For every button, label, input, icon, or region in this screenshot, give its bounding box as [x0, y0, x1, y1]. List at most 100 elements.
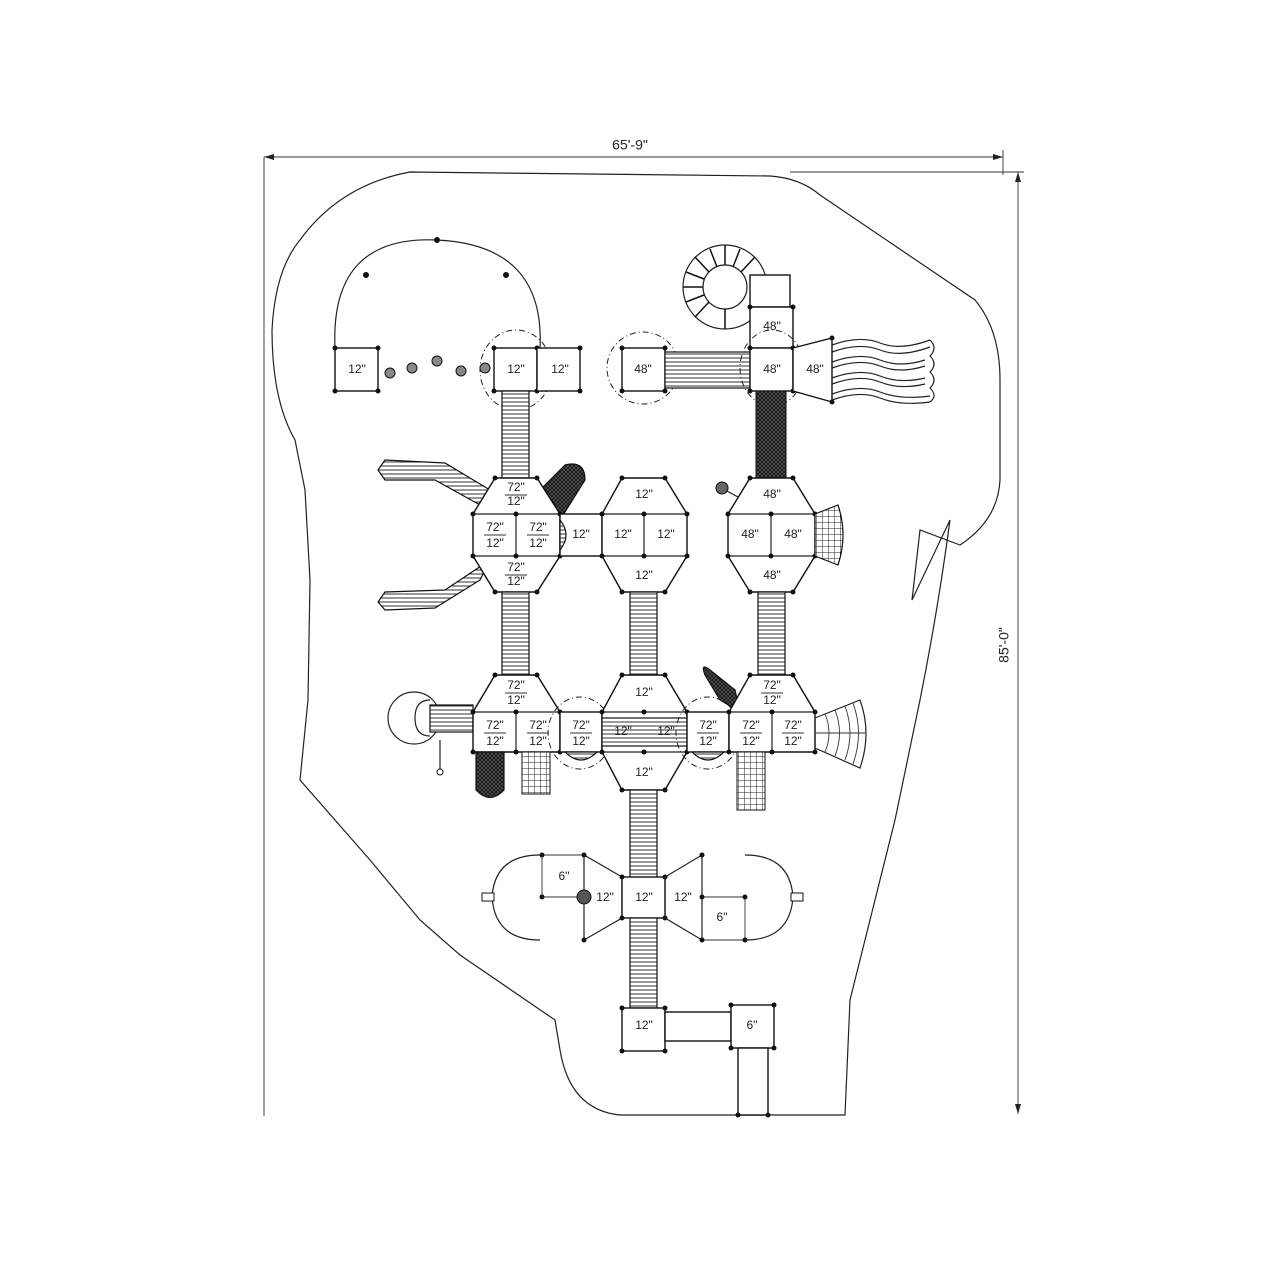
- svg-text:48": 48": [784, 527, 802, 541]
- svg-text:12": 12": [784, 734, 802, 748]
- svg-text:72": 72": [784, 718, 802, 732]
- slide-lower-left: [377, 558, 492, 611]
- bowtie-right: 12" 6": [664, 852, 748, 943]
- fan-climber: [814, 699, 867, 769]
- entry-ramp: [737, 1047, 769, 1116]
- stairs-bowtie-bottom: [629, 917, 658, 1009]
- tube-slide-f: [702, 666, 741, 714]
- stepping-stones: [384, 355, 491, 379]
- deck-top-center: 12": [491, 345, 540, 394]
- height-dimension: 85'-0": [790, 171, 1024, 1114]
- svg-text:72": 72": [507, 560, 525, 574]
- deck-label: 48": [806, 362, 824, 376]
- bottom-bridge: [664, 1011, 732, 1042]
- deck-48-upper: 48": [747, 304, 796, 349]
- svg-text:12": 12": [657, 724, 675, 738]
- panel-arc-right: [744, 854, 804, 941]
- climber-ladder: [755, 390, 787, 480]
- width-dimension: 65'-9": [263, 137, 1004, 1116]
- deck-48-center: 48": [747, 345, 796, 394]
- deck-label: 12": [348, 362, 366, 376]
- link-e-f: 72" 12": [686, 711, 730, 761]
- stairs-a-d: [501, 591, 530, 681]
- deck-label: 48": [634, 362, 652, 376]
- svg-text:12": 12": [635, 487, 653, 501]
- net-climber: [736, 751, 766, 811]
- svg-text:12": 12": [507, 693, 525, 707]
- bridge-a-b: 12": [559, 513, 603, 557]
- steering-wheel: [715, 481, 739, 498]
- svg-text:72": 72": [572, 718, 590, 732]
- tube-slide-down: [475, 751, 505, 799]
- bowtie-center-deck: 12": [619, 874, 668, 921]
- tower-hex-b: 12" 12" 12" 12": [599, 475, 690, 595]
- deck-top-left: 12": [332, 345, 381, 394]
- svg-text:72": 72": [486, 520, 504, 534]
- bridge-top: [664, 351, 751, 389]
- tower-hex-f: 72" 12" 72" 12" 72" 12": [726, 672, 818, 755]
- deck-bottom-6: 6": [728, 1002, 777, 1051]
- svg-text:12": 12": [763, 693, 781, 707]
- svg-text:12": 12": [674, 890, 692, 904]
- svg-text:12": 12": [507, 494, 525, 508]
- deck-label: 48": [763, 362, 781, 376]
- svg-text:72": 72": [507, 480, 525, 494]
- width-label: 65'-9": [612, 137, 648, 153]
- svg-text:48": 48": [763, 568, 781, 582]
- svg-text:72": 72": [507, 678, 525, 692]
- svg-text:12": 12": [635, 765, 653, 779]
- wavy-slides: 48": [792, 335, 935, 405]
- svg-text:12": 12": [635, 1018, 653, 1032]
- stairs-b-e: [629, 591, 658, 681]
- deck-top-right-small: 12": [536, 345, 583, 394]
- svg-text:12": 12": [614, 724, 632, 738]
- svg-text:12": 12": [486, 734, 504, 748]
- svg-text:6": 6": [717, 910, 728, 924]
- svg-text:72": 72": [699, 718, 717, 732]
- arch-climber: [334, 237, 541, 349]
- svg-text:48": 48": [741, 527, 759, 541]
- svg-text:12": 12": [529, 536, 547, 550]
- height-label: 85'-0": [996, 627, 1012, 663]
- svg-text:12": 12": [486, 536, 504, 550]
- deck-48-left: 48": [619, 345, 668, 394]
- svg-text:6": 6": [747, 1018, 758, 1032]
- tower-hex-c: 48" 48" 48" 48": [725, 475, 818, 595]
- svg-text:6": 6": [559, 869, 570, 883]
- deck-bottom-12: 12": [619, 1005, 668, 1054]
- svg-text:12": 12": [572, 527, 590, 541]
- svg-text:12": 12": [529, 734, 547, 748]
- slide-upper-left: [377, 459, 491, 506]
- site-boundary: [271, 171, 1001, 1116]
- svg-text:12": 12": [596, 890, 614, 904]
- svg-text:12": 12": [507, 574, 525, 588]
- svg-text:72": 72": [529, 520, 547, 534]
- stairs-top-left: [501, 390, 530, 480]
- rock-wall: [521, 751, 551, 795]
- deck-label: 12": [507, 362, 525, 376]
- panel-arc-left: [481, 854, 541, 941]
- tower-hex-d: 72" 12" 72" 12" 72" 12": [470, 672, 563, 755]
- deck-label: 12": [551, 362, 569, 376]
- svg-text:12": 12": [635, 568, 653, 582]
- svg-text:12": 12": [635, 685, 653, 699]
- svg-text:72": 72": [529, 718, 547, 732]
- stairs-c-f: [757, 591, 786, 681]
- rock-climber: [814, 504, 844, 566]
- bowtie-left: 6" 12": [539, 852, 623, 943]
- svg-text:12": 12": [635, 890, 653, 904]
- svg-text:72": 72": [486, 718, 504, 732]
- curved-slide-left: [387, 691, 474, 776]
- tower-hex-a: 72" 12" 72" 12" 72" 12" 72" 12": [470, 475, 563, 595]
- stairs-e-bowtie: [629, 789, 658, 879]
- link-d-e: 72" 12": [559, 711, 603, 761]
- deck-label: 48": [763, 319, 781, 333]
- svg-text:72": 72": [763, 678, 781, 692]
- svg-text:72": 72": [742, 718, 760, 732]
- svg-text:12": 12": [742, 734, 760, 748]
- svg-text:12": 12": [657, 527, 675, 541]
- svg-text:48": 48": [763, 487, 781, 501]
- spiral-slide: [682, 244, 791, 330]
- svg-text:12": 12": [699, 734, 717, 748]
